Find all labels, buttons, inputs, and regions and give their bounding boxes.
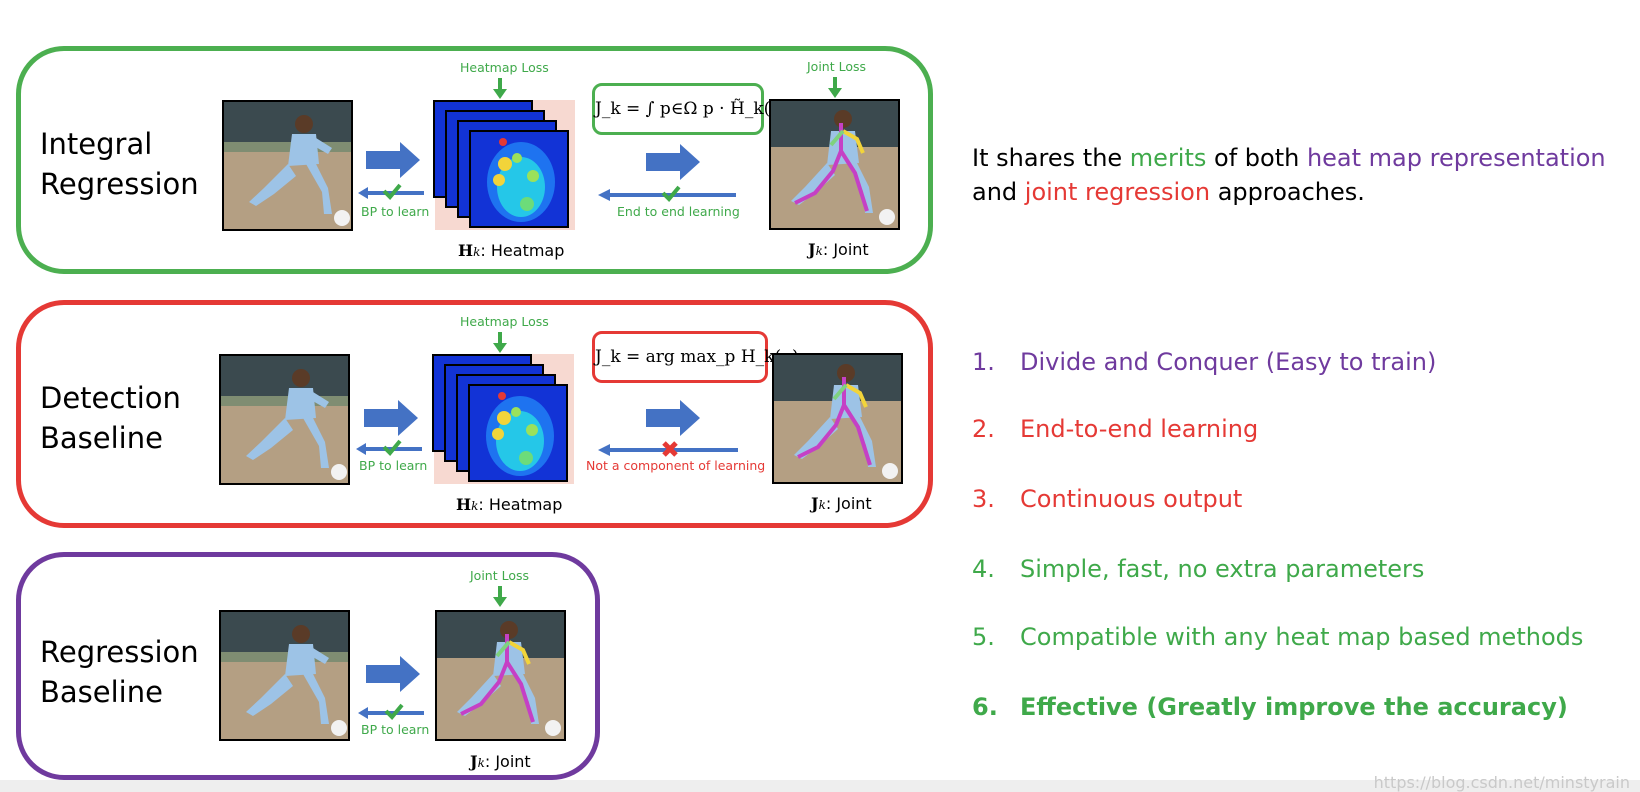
loss-arrow-icon <box>493 78 507 100</box>
bp-to-learn-label: BP to learn <box>359 458 427 473</box>
watermark: https://blog.csdn.net/minstyrain <box>1374 773 1630 792</box>
heatmap-caption: Hk: Heatmap <box>456 495 562 514</box>
loss-arrow-icon <box>493 332 507 354</box>
intro-text: It shares the merits of both heat map re… <box>972 141 1612 209</box>
detection-formula: J_k = arg max_p H_k(p) <box>592 331 768 383</box>
joint-output-photo <box>772 353 903 484</box>
merit-item-6: 6.Effective (Greatly improve the accurac… <box>972 692 1568 722</box>
loss-arrow-icon <box>493 586 507 608</box>
check-icon <box>661 184 681 202</box>
input-photo <box>222 100 353 231</box>
joint-loss-label: Joint Loss <box>470 568 529 583</box>
title-line-2: Baseline <box>40 418 181 458</box>
joint-caption: Jk: Joint <box>470 752 531 771</box>
forward-arrow-icon <box>366 142 422 178</box>
merits-word: merits <box>1130 144 1207 172</box>
check-icon <box>382 438 402 456</box>
detection-baseline-title: Detection Baseline <box>40 378 181 458</box>
title-line-1: Detection <box>40 378 181 418</box>
joint-regression-word: joint regression <box>1025 178 1210 206</box>
forward-arrow-icon <box>366 656 422 692</box>
heatmap-representation-word: heat map representation <box>1307 144 1606 172</box>
regression-baseline-title: Regression Baseline <box>40 632 199 712</box>
cross-icon <box>661 440 679 458</box>
heatmap-loss-label: Heatmap Loss <box>460 60 549 75</box>
check-icon <box>382 182 402 200</box>
title-line-1: Integral <box>40 124 199 164</box>
merit-item-1: 1.Divide and Conquer (Easy to train) <box>972 347 1436 377</box>
integral-formula: J_k = ∫ p∈Ω p · H̃_k(p) <box>592 83 764 135</box>
forward-arrow-icon <box>364 400 420 436</box>
joint-caption: Jk: Joint <box>811 494 872 513</box>
title-line-2: Baseline <box>40 672 199 712</box>
title-line-2: Regression <box>40 164 199 204</box>
integral-regression-title: Integral Regression <box>40 124 199 204</box>
input-photo <box>219 354 350 485</box>
merit-item-4: 4.Simple, fast, no extra parameters <box>972 554 1424 584</box>
heatmap-stack <box>433 100 581 236</box>
bp-to-learn-label: BP to learn <box>361 722 429 737</box>
heatmap-loss-label: Heatmap Loss <box>460 314 549 329</box>
joint-loss-label: Joint Loss <box>807 59 866 74</box>
merit-item-5: 5.Compatible with any heat map based met… <box>972 622 1583 652</box>
forward-arrow-icon <box>646 400 702 436</box>
merit-item-2: 2.End-to-end learning <box>972 414 1258 444</box>
bp-to-learn-label: BP to learn <box>361 204 429 219</box>
forward-arrow-icon <box>646 144 702 180</box>
title-line-1: Regression <box>40 632 199 672</box>
heatmap-caption: Hk: Heatmap <box>458 241 564 260</box>
end-to-end-label: End to end learning <box>617 204 740 219</box>
heatmap-stack <box>432 354 580 490</box>
not-a-component-label: Not a component of learning <box>586 458 765 473</box>
joint-output-photo <box>435 610 566 741</box>
input-photo <box>219 610 350 741</box>
check-icon <box>384 702 404 720</box>
joint-output-photo <box>769 99 900 230</box>
loss-arrow-icon <box>828 77 842 99</box>
joint-caption: Jk: Joint <box>808 240 869 259</box>
merit-item-3: 3.Continuous output <box>972 484 1242 514</box>
